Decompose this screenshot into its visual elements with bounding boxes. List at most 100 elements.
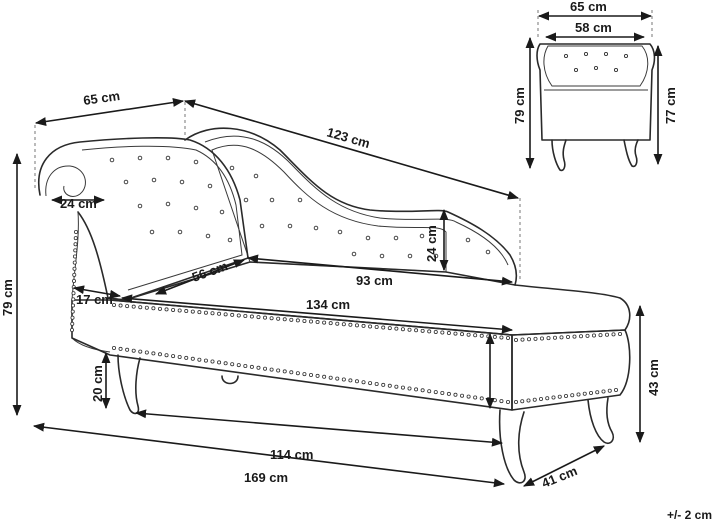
nailhead-stud <box>171 307 176 312</box>
nailhead-stud <box>295 318 300 323</box>
nailhead-stud <box>460 332 465 337</box>
nailhead-stud <box>71 297 76 302</box>
nailhead-stud <box>341 322 346 327</box>
nailhead-stud <box>387 326 392 331</box>
nailhead-stud <box>446 391 451 396</box>
nailhead-stud <box>138 305 143 310</box>
nailhead-stud <box>197 357 202 362</box>
nailhead-stud <box>177 354 182 359</box>
nailhead-stud <box>73 254 78 259</box>
side-view-leg-left <box>551 139 567 172</box>
nailhead-stud <box>348 322 353 327</box>
label-side-arm-height: 77 cm <box>663 87 678 124</box>
nailhead-stud <box>125 347 130 352</box>
side-view-top-pad <box>543 45 649 87</box>
nailhead-stud <box>446 331 451 336</box>
nailhead-stud <box>289 370 294 375</box>
nailhead-stud <box>479 396 484 401</box>
nailhead-stud <box>414 387 419 392</box>
nailhead-stud <box>374 381 379 386</box>
nailhead-stud <box>295 371 300 376</box>
nailhead-stud <box>70 315 75 320</box>
nailhead-stud <box>70 321 75 326</box>
nailhead-stud <box>236 363 241 368</box>
nailhead-stud <box>420 328 425 333</box>
nailhead-stud <box>354 379 359 384</box>
nailhead-stud <box>118 303 123 308</box>
nailhead-stud <box>73 236 78 241</box>
nailhead-stud <box>553 335 558 340</box>
nailhead-stud <box>73 242 78 247</box>
nailhead-stud <box>427 389 432 394</box>
nailhead-stud <box>576 392 581 397</box>
nailhead-stud <box>289 317 294 322</box>
nailhead-stud <box>151 351 156 356</box>
nailhead-stud <box>184 309 189 314</box>
nailhead-stud <box>197 310 202 315</box>
nailhead-stud <box>190 356 195 361</box>
nailhead-stud <box>322 374 327 379</box>
nailhead-stud <box>572 334 577 339</box>
nailhead-stud <box>269 316 274 321</box>
nailhead-stud <box>144 350 149 355</box>
nailhead-stud <box>269 367 274 372</box>
dim-line-total-length <box>32 422 506 488</box>
label-total-height: 79 cm <box>0 279 15 316</box>
nailhead-stud <box>394 384 399 389</box>
label-back-seat-length: 93 cm <box>356 273 393 288</box>
nailhead-stud <box>112 345 117 350</box>
label-base-length: 114 cm <box>270 447 313 462</box>
label-back-height: 24 cm <box>424 225 439 262</box>
nailhead-stud <box>453 392 458 397</box>
leg-back-left <box>117 354 141 415</box>
nailhead-stud <box>243 313 248 318</box>
nailhead-stud <box>492 334 497 339</box>
nailhead-stud <box>203 358 208 363</box>
nailhead-stud <box>514 337 519 342</box>
nailhead-stud <box>217 360 222 365</box>
nailhead-stud <box>243 363 248 368</box>
label-front-depth: 41 cm <box>540 463 580 491</box>
nailhead-stud <box>514 399 519 404</box>
nailhead-stud <box>520 337 525 342</box>
seat-cushion-outline <box>107 261 631 336</box>
nailhead-stud <box>381 382 386 387</box>
nailhead-stud <box>420 388 425 393</box>
backrest-inner-line <box>204 135 509 266</box>
nailhead-stud <box>539 396 544 401</box>
nailhead-stud <box>131 304 136 309</box>
side-view-outline <box>536 43 656 141</box>
nailhead-stud <box>466 394 471 399</box>
nailhead-stud <box>210 359 215 364</box>
nailhead-stud <box>595 390 600 395</box>
nailhead-stud <box>263 366 268 371</box>
nailhead-stud <box>381 325 386 330</box>
nailhead-stud <box>453 331 458 336</box>
nailhead-stud <box>607 388 612 393</box>
nailhead-stud <box>335 376 340 381</box>
nailhead-stud <box>328 321 333 326</box>
nailhead-stud <box>407 327 412 332</box>
dim-line-seat-depth <box>154 259 246 295</box>
nailhead-stud <box>532 397 537 402</box>
nailhead-stud <box>223 312 228 317</box>
nailhead-stud <box>579 334 584 339</box>
nailhead-stud <box>466 332 471 337</box>
nailhead-stud <box>598 333 603 338</box>
nailhead-stud <box>223 361 228 366</box>
nailhead-stud <box>249 314 254 319</box>
backrest-outline <box>184 127 518 286</box>
side-view-leg-right <box>623 139 639 168</box>
nailhead-stud <box>184 355 189 360</box>
nailhead-stud <box>144 305 149 310</box>
nailhead-stud <box>614 387 619 392</box>
nailhead-stud <box>361 380 366 385</box>
nailhead-stud <box>72 278 77 283</box>
nailhead-stud <box>611 332 616 337</box>
nailhead-stud <box>335 321 340 326</box>
nailhead-stud <box>71 303 76 308</box>
nailhead-stud <box>368 381 373 386</box>
nailhead-stud <box>190 309 195 314</box>
nailhead-stud <box>341 377 346 382</box>
